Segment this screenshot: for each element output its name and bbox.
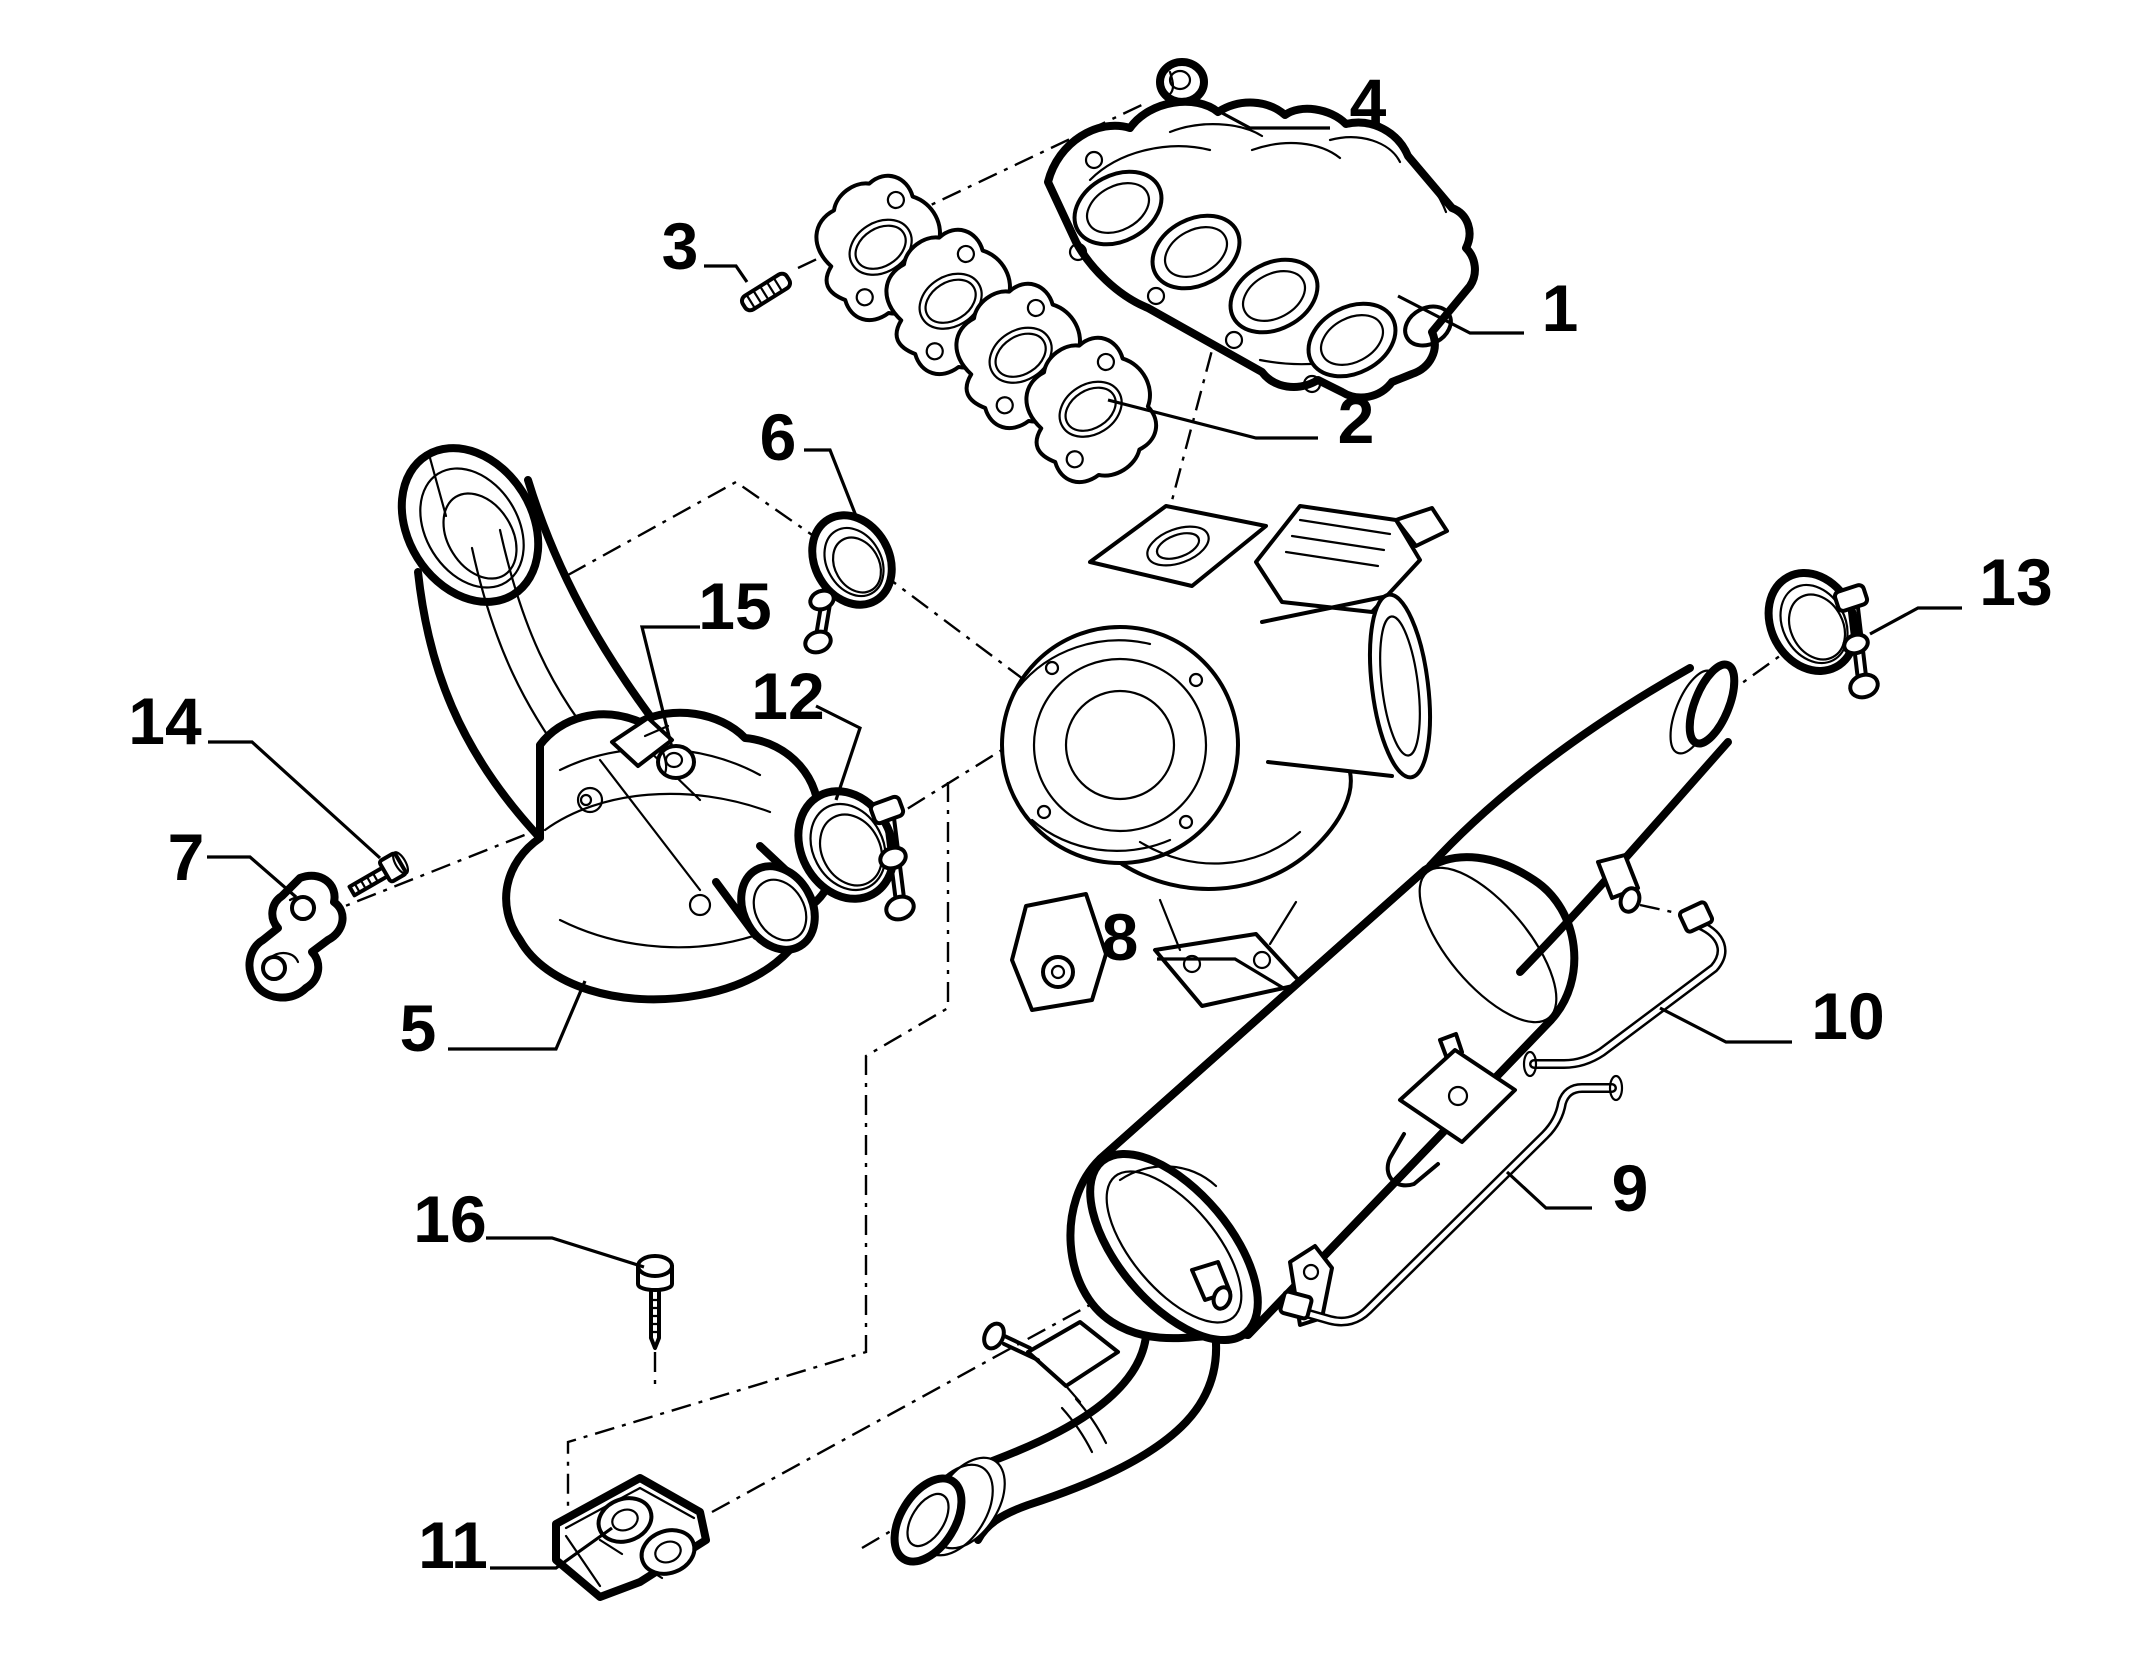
callout-15-leader — [639, 625, 700, 749]
callout-3-leader — [704, 264, 749, 283]
stud-bolt-drawing — [739, 271, 793, 313]
callout-14-leader — [208, 740, 382, 860]
v-clamp-lower-drawing — [794, 787, 916, 922]
exhaust-manifold-drawing — [1044, 97, 1479, 402]
callout-4-leader — [1197, 98, 1330, 130]
pressure-tube-lower-drawing — [1278, 1074, 1624, 1327]
callout-15-label[interactable]: 15 — [698, 569, 771, 643]
callout-9-leader — [1505, 1170, 1592, 1210]
callout-2-label[interactable]: 2 — [1338, 383, 1375, 457]
callout-leader-lines — [207, 98, 1962, 1570]
callout-2-leader — [1107, 398, 1318, 440]
gasket-plate-4 — [1024, 335, 1159, 485]
callout-7-label[interactable]: 7 — [168, 820, 205, 894]
callout-1-leader — [1397, 294, 1524, 335]
silencer-drawing — [890, 660, 1739, 1566]
flange-nut-drawing — [656, 744, 696, 780]
callout-1-label[interactable]: 1 — [1542, 271, 1579, 345]
callout-14-label[interactable]: 14 — [128, 684, 202, 758]
callout-10-leader — [1659, 1006, 1792, 1044]
callout-6-leader — [804, 448, 858, 517]
manifold-gasket-drawing — [814, 173, 1159, 485]
support-bracket-drawing — [245, 871, 347, 1002]
callout-5-leader — [448, 980, 587, 1051]
inlet-clamp-drawing — [1764, 569, 1880, 700]
callout-6-label[interactable]: 6 — [760, 400, 797, 474]
pressure-tube-upper-drawing — [1522, 900, 1727, 1078]
callout-11-label[interactable]: 11 — [418, 1508, 488, 1582]
bracket-bolt-drawing — [347, 851, 410, 898]
callout-12-leader — [815, 704, 862, 801]
callout-5-label[interactable]: 5 — [400, 991, 437, 1065]
callout-10-label[interactable]: 10 — [1811, 979, 1884, 1053]
callout-11-leader — [490, 1526, 613, 1570]
lower-bracket-drawing — [552, 1474, 710, 1601]
callout-13-label[interactable]: 13 — [1979, 545, 2052, 619]
callout-13-leader — [1869, 606, 1962, 636]
callout-3-label[interactable]: 3 — [662, 209, 699, 283]
callout-16-label[interactable]: 16 — [413, 1182, 486, 1256]
manifold-nut-drawing — [1156, 58, 1208, 106]
callout-8-leader — [1157, 957, 1291, 994]
callout-7-leader — [207, 855, 298, 899]
callout-4-label[interactable]: 4 — [1350, 65, 1387, 139]
callout-12-label[interactable]: 12 — [751, 659, 824, 733]
callout-9-label[interactable]: 9 — [1612, 1151, 1649, 1225]
callout-8-label[interactable]: 8 — [1102, 900, 1139, 974]
turbocharger-drawing — [1000, 504, 1449, 1012]
v-clamp-upper-drawing — [803, 511, 896, 655]
catalytic-converter-drawing — [397, 444, 838, 1004]
callout-16-leader — [486, 1236, 645, 1269]
mount-bolt-drawing — [636, 1254, 674, 1350]
